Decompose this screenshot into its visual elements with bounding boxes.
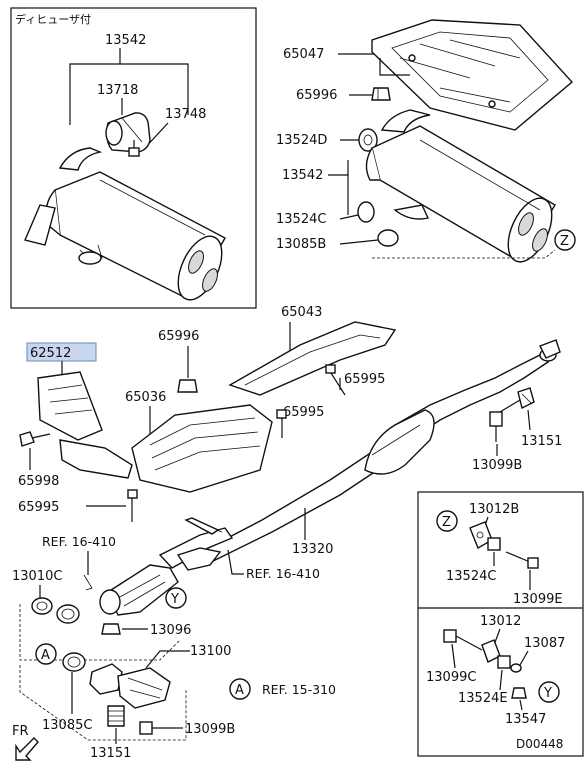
svg-text:Y: Y — [170, 592, 179, 607]
diffuser-note-label: ディヒューザ付 — [15, 12, 91, 26]
label-65996-top: 65996 — [296, 88, 337, 103]
label-13099b-bottom: 13099B — [185, 722, 235, 737]
svg-text:A: A — [235, 683, 244, 698]
label-65047: 65047 — [283, 47, 324, 62]
svg-text:Z: Z — [442, 515, 451, 530]
svg-text:Y: Y — [543, 686, 552, 701]
nut-65996-mid — [177, 379, 198, 393]
fr-label: FR — [12, 724, 29, 739]
main-muffler-inset — [24, 147, 226, 301]
diagram-id: D00448 — [516, 737, 563, 751]
front-direction-arrow: FR — [12, 724, 39, 761]
diffuser-inset-frame — [10, 7, 257, 309]
spring-13151-bottom — [107, 705, 125, 727]
label-13100: 13100 — [190, 644, 231, 659]
label-13085b: 13085B — [276, 237, 326, 252]
label-13151-bottom: 13151 — [90, 746, 131, 761]
label-13012: 13012 — [480, 614, 521, 629]
label-13748: 13748 — [165, 107, 206, 122]
callout-y-inset: Y — [538, 681, 560, 703]
bolt-13099b-right — [489, 399, 521, 442]
label-13547: 13547 — [505, 712, 546, 727]
callout-a-left: A — [35, 643, 57, 665]
bolt-65995-mid — [276, 409, 287, 438]
nut-13096 — [101, 623, 121, 635]
nut-65996-top — [371, 87, 391, 101]
label-13524c-inset: 13524C — [446, 569, 496, 584]
label-65043: 65043 — [281, 305, 322, 320]
bracket-13012 — [481, 639, 501, 663]
main-muffler-right — [365, 109, 556, 263]
hanger-13524e — [497, 655, 511, 669]
label-13320: 13320 — [292, 542, 333, 557]
label-ref-15-310: REF. 15-310 — [262, 682, 336, 697]
label-13718: 13718 — [97, 83, 138, 98]
bolt-65995-low — [127, 489, 138, 522]
label-65996-mid: 65996 — [158, 329, 199, 344]
flange-13100 — [89, 663, 171, 709]
gasket-13085b — [377, 229, 399, 247]
heat-protector-65047 — [371, 19, 574, 131]
label-13099b-right: 13099B — [472, 458, 522, 473]
heat-protector-62512 — [37, 371, 103, 441]
label-13012b: 13012B — [469, 502, 519, 517]
label-65995-low: 65995 — [18, 500, 59, 515]
diffuser-part — [105, 112, 151, 153]
hanger-inset-frame — [417, 491, 584, 757]
callout-a-ref: A — [229, 678, 251, 700]
label-13010c: 13010C — [12, 569, 62, 584]
label-65995-right: 65995 — [344, 372, 385, 387]
gasket-13085c — [62, 652, 86, 672]
label-13151-right: 13151 — [521, 434, 562, 449]
svg-text:A: A — [41, 648, 50, 663]
heat-protector-65036 — [59, 404, 273, 493]
gasket-13010c — [31, 597, 53, 615]
label-ref-16-410-right: REF. 16-410 — [246, 566, 320, 581]
callout-z-inset: Z — [436, 510, 458, 532]
washer-13087 — [510, 663, 522, 673]
bolt-13748 — [128, 140, 140, 157]
hanger-13524c-inset — [487, 537, 501, 551]
leader-13542-top — [69, 63, 189, 125]
gasket-ring-left — [56, 604, 80, 624]
bolt-65998 — [19, 431, 51, 447]
callout-z-top: Z — [554, 229, 576, 251]
svg-text:Z: Z — [560, 234, 569, 249]
hanger-13524d — [358, 128, 378, 152]
hanger-13524c-right — [357, 201, 375, 223]
label-ref-16-410-left: REF. 16-410 — [42, 534, 116, 549]
front-pipe-13320 — [193, 339, 561, 566]
pipe-13010c-area — [99, 517, 234, 616]
label-65998: 65998 — [18, 474, 59, 489]
label-13099c: 13099C — [426, 670, 476, 685]
label-13096: 13096 — [150, 623, 191, 638]
label-13524e: 13524E — [458, 691, 508, 706]
bolt-13099b-bottom — [139, 721, 176, 735]
label-13542-top: 13542 — [105, 33, 146, 48]
label-65995-mid: 65995 — [283, 405, 324, 420]
callout-y-main: Y — [165, 587, 187, 609]
label-13542-right: 13542 — [282, 168, 323, 183]
label-13087: 13087 — [524, 636, 565, 651]
label-13099e: 13099E — [513, 592, 563, 607]
bolt-13099e — [505, 551, 539, 569]
bolt-65995-right — [325, 364, 346, 396]
bolt-13099c — [443, 629, 483, 651]
hanger-13151-right — [517, 387, 535, 410]
label-13085c: 13085C — [42, 718, 92, 733]
nut-13547 — [511, 687, 527, 699]
label-13524c-right: 13524C — [276, 212, 326, 227]
heat-protector-65043 — [228, 321, 397, 396]
label-65036: 65036 — [125, 390, 166, 405]
label-62512: 62512 — [30, 346, 71, 361]
label-13524d: 13524D — [276, 133, 327, 148]
